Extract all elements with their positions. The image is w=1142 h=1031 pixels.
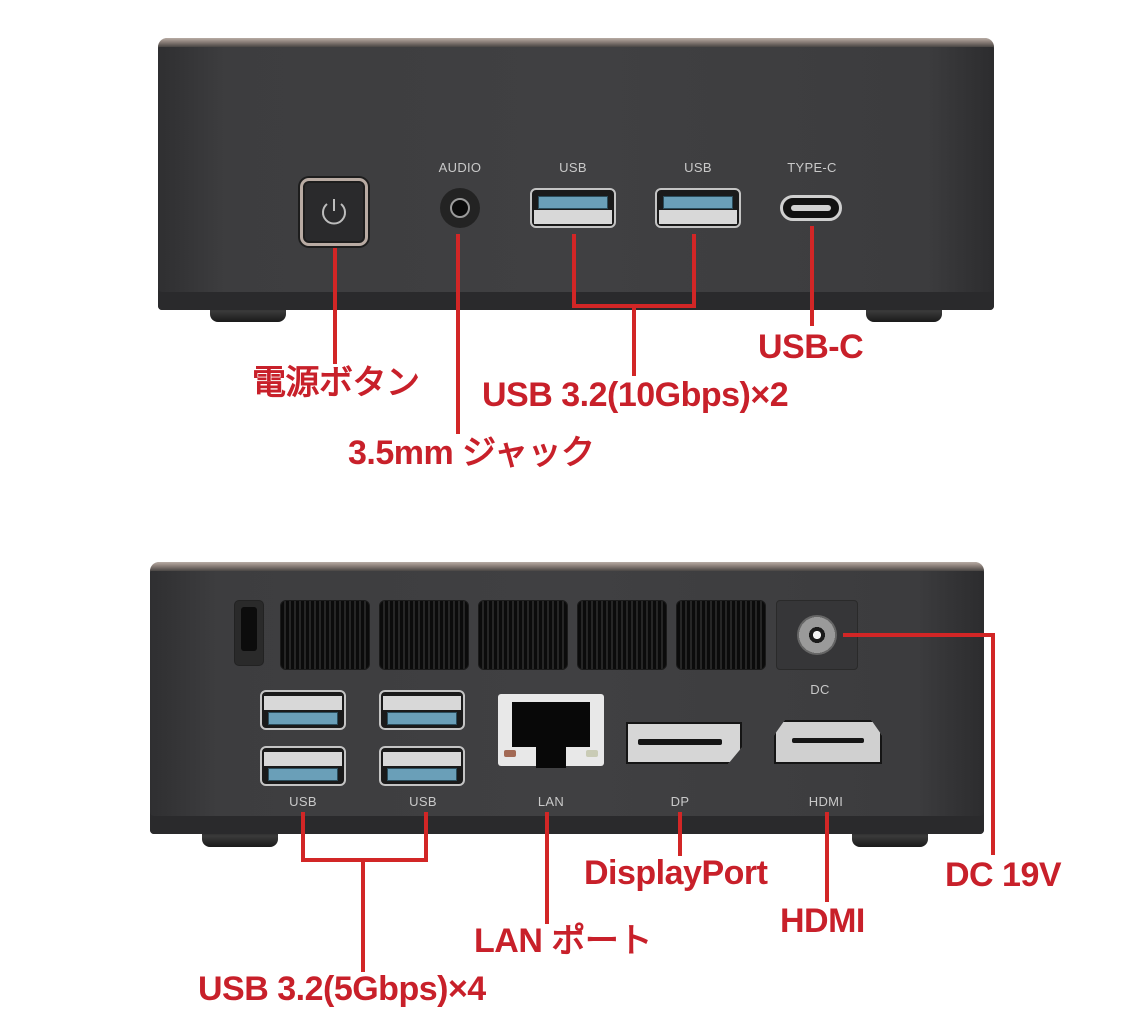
rear-usb-port-2 <box>260 746 346 786</box>
dc-port-label: DC <box>810 682 830 697</box>
usb-1-port-label: USB <box>559 160 587 175</box>
usb-rear-leader-left <box>301 812 305 862</box>
audio-jack-annotation: 3.5mm ジャック <box>348 434 595 472</box>
front-panel-device: AUDIO USB USB TYPE-C <box>158 38 994 310</box>
displayport-annotation: DisplayPort <box>584 854 768 892</box>
usb-front-leader-right <box>692 234 696 308</box>
usb-left-port-label: USB <box>289 794 317 809</box>
audio-jack <box>440 188 480 228</box>
lan-activity-led <box>504 750 516 757</box>
lan-port <box>498 694 604 768</box>
audio-port-label: AUDIO <box>438 160 482 175</box>
dp-leader-line <box>678 812 682 856</box>
kensington-lock-slot <box>234 600 264 666</box>
audio-jack-leader-line <box>456 234 460 434</box>
vent-2 <box>379 600 469 670</box>
lan-leader-line <box>545 812 549 924</box>
usb-front-leader-stem <box>632 304 636 376</box>
rear-usb-port-1 <box>260 690 346 730</box>
type-c-port-label: TYPE-C <box>787 160 837 175</box>
hdmi-annotation: HDMI <box>780 902 865 940</box>
hdmi-port <box>774 720 882 764</box>
vent-1 <box>280 600 370 670</box>
dc-power-jack <box>797 615 837 655</box>
power-icon <box>322 199 346 225</box>
usb-rear-annotation: USB 3.2(5Gbps)×4 <box>198 970 486 1008</box>
rear-usb-port-3 <box>379 690 465 730</box>
power-button-leader-line <box>333 248 337 364</box>
power-button <box>300 178 368 246</box>
dp-port-label: DP <box>670 794 690 809</box>
front-usb-c-port <box>780 195 842 221</box>
vent-4 <box>577 600 667 670</box>
lan-link-led <box>586 750 598 757</box>
vent-5 <box>676 600 766 670</box>
front-usb-port-2 <box>655 188 741 228</box>
dc-jack-housing <box>776 600 858 670</box>
usb-c-leader-line <box>810 226 814 326</box>
displayport-port <box>626 722 742 764</box>
usb-2-port-label: USB <box>684 160 712 175</box>
front-usb-port-1 <box>530 188 616 228</box>
usb-front-annotation: USB 3.2(10Gbps)×2 <box>482 376 789 414</box>
dc-leader-vertical <box>991 633 995 855</box>
usb-right-port-label: USB <box>409 794 437 809</box>
lan-port-label: LAN <box>537 794 565 809</box>
usb-front-leader-left <box>572 234 576 308</box>
dc-leader-horizontal <box>843 633 995 637</box>
hdmi-port-label: HDMI <box>808 794 844 809</box>
lan-port-annotation: LAN ポート <box>474 922 652 960</box>
vent-3 <box>478 600 568 670</box>
usb-c-annotation: USB-C <box>758 328 864 366</box>
usb-rear-leader-stem <box>361 858 365 972</box>
hdmi-leader-line <box>825 812 829 902</box>
usb-rear-leader-right <box>424 812 428 862</box>
power-button-annotation: 電源ボタン <box>252 364 420 402</box>
dc-in-annotation: DC 19V <box>945 856 1062 894</box>
rear-panel-device: DC USB USB LAN DP HDMI <box>150 562 984 834</box>
rear-usb-port-4 <box>379 746 465 786</box>
